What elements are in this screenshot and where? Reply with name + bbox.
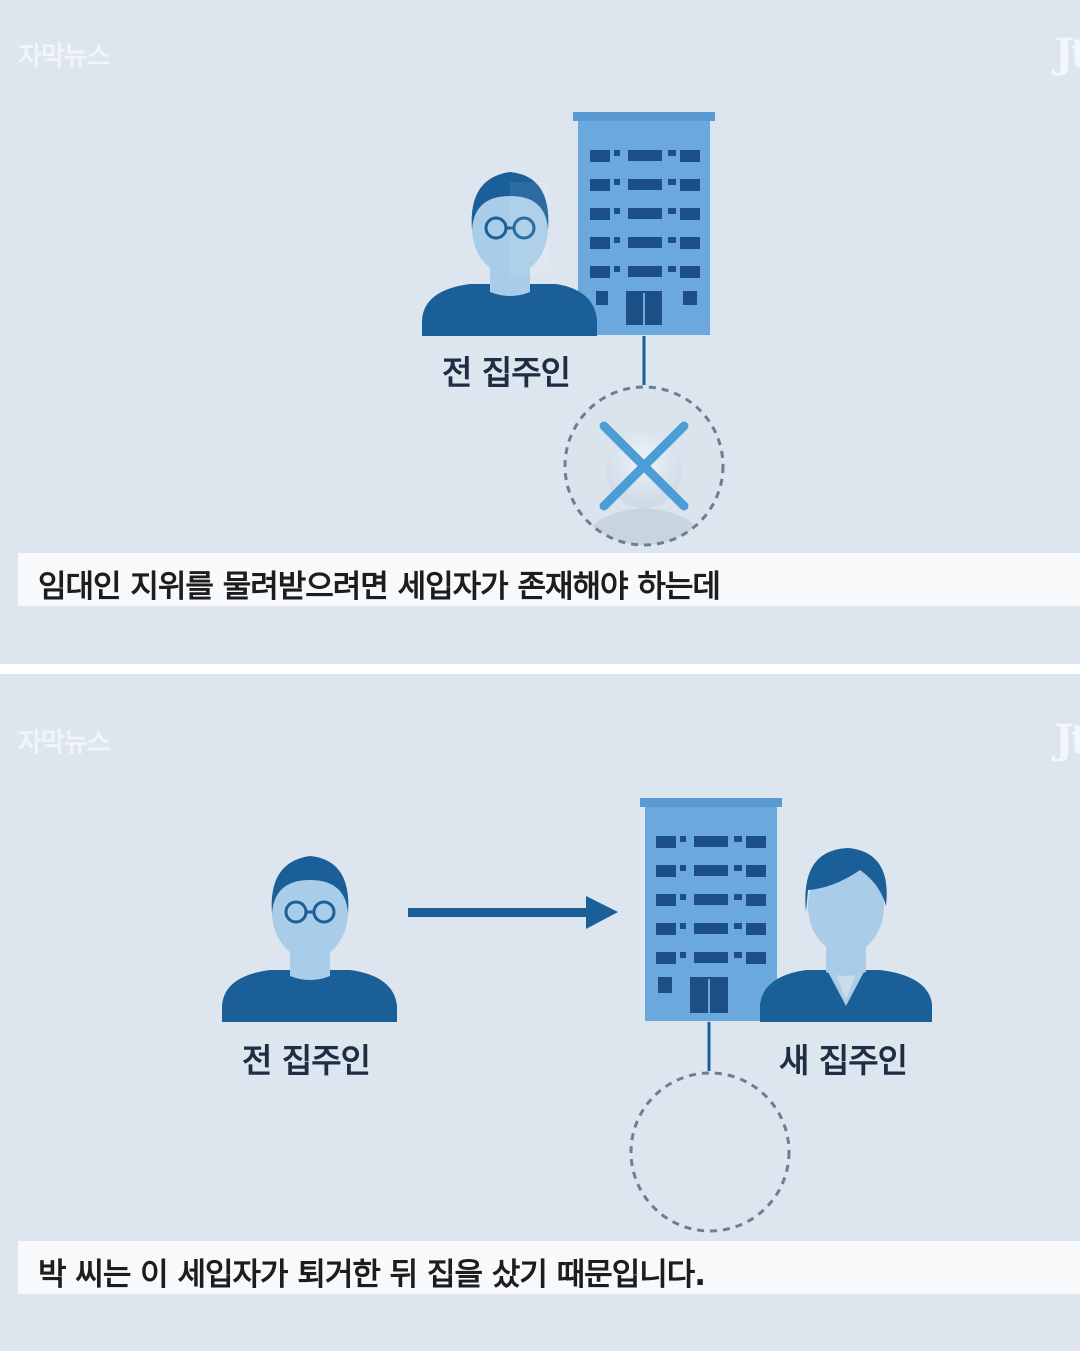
channel-logo: Jt (1054, 716, 1080, 763)
person-glasses-icon (422, 172, 597, 336)
bottom-illustration (222, 798, 932, 1233)
arrow-right-icon (408, 896, 618, 929)
new-owner-label: 새 집주인 (779, 1041, 908, 1080)
channel-logo: Jt (1054, 30, 1080, 77)
tenant-slot-circle (563, 385, 725, 547)
person-suit-icon (760, 848, 932, 1022)
former-owner-label: 전 집주인 (442, 353, 571, 392)
program-watermark: 자막뉴스 (18, 42, 111, 72)
person-glasses-icon (222, 856, 397, 1022)
x-mark-icon (599, 421, 689, 511)
apartment-building-icon (640, 798, 782, 1021)
bottom-frame: 자막뉴스 Jt (0, 674, 1080, 1351)
subtitle-bar: 박 씨는 이 세입자가 퇴거한 뒤 집을 샀기 때문입니다. (18, 1241, 1080, 1294)
empty-tenant-circle (629, 1071, 791, 1233)
top-frame: 자막뉴스 Jt (0, 0, 1080, 664)
subtitle-bar: 임대인 지위를 물려받으려면 세입자가 존재해야 하는데 (18, 553, 1080, 606)
subtitle-text: 박 씨는 이 세입자가 퇴거한 뒤 집을 샀기 때문입니다. (38, 1257, 706, 1293)
subtitle-text: 임대인 지위를 물려받으려면 세입자가 존재해야 하는데 (38, 569, 721, 605)
program-watermark: 자막뉴스 (18, 728, 111, 758)
top-illustration (422, 112, 725, 547)
apartment-building-icon (573, 112, 715, 335)
former-owner-label: 전 집주인 (242, 1041, 371, 1080)
